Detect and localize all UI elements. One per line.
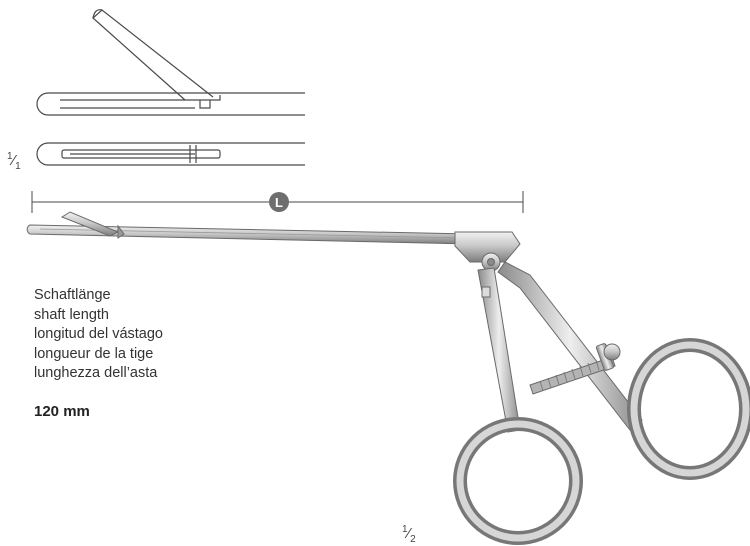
label-french: longueur de la tige: [34, 345, 154, 362]
label-spanish: longitud del vástago: [34, 326, 163, 342]
shaft-length-labels: Schaftlänge shaft length longitud del vá…: [34, 286, 163, 384]
tip-detail-top-view: [36, 142, 305, 166]
rongeur-instrument: [26, 211, 750, 545]
label-german: Schaftlänge: [34, 287, 111, 303]
dimension-marker: L: [269, 192, 289, 212]
dimension-marker-label: L: [275, 195, 283, 210]
shaft-length-value: 120 mm: [34, 403, 90, 420]
label-english: shaft length: [34, 306, 109, 323]
tip-detail-side-view: [36, 9, 305, 116]
scale-indicator-half-size: 1⁄2: [402, 524, 416, 545]
label-italian: lunghezza dell’asta: [34, 365, 158, 381]
scale-indicator-full-size: 1⁄1: [7, 151, 21, 172]
